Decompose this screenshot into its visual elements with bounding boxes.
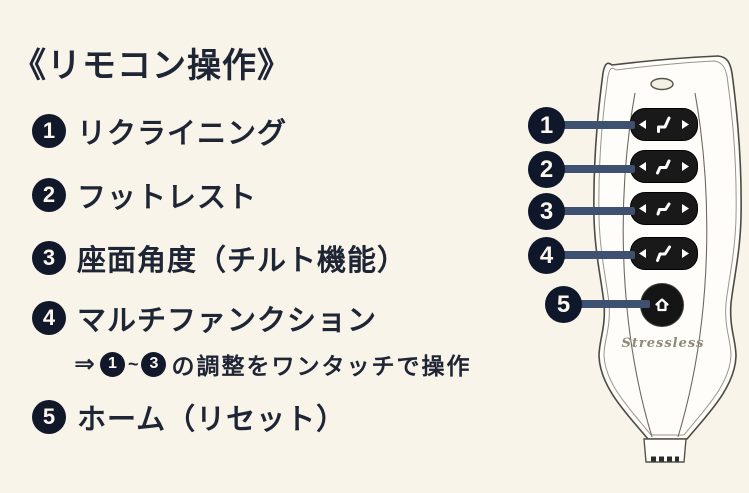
- tilt-chair-icon: [656, 202, 671, 215]
- remote-button-recline: [630, 108, 698, 141]
- arrow-right-icon: [682, 162, 689, 171]
- legend-item-footrest: 2 フットレスト: [32, 174, 257, 216]
- list-number-badge: 4: [32, 301, 66, 335]
- remote-inner-bevel: [598, 60, 737, 436]
- recline-chair-icon: [657, 116, 671, 133]
- multifunction-chair-icon: [656, 245, 671, 262]
- list-number-badge: 3: [32, 241, 66, 275]
- legend-item-home: 5 ホーム（リセット）: [32, 396, 346, 438]
- callout-badge-4: 4: [528, 237, 565, 274]
- led-indicator: [650, 77, 674, 91]
- connector-plug: [643, 438, 687, 463]
- callout-line-5: [565, 300, 650, 308]
- remote-button-multifunction: [630, 237, 698, 270]
- footrest-chair-icon: [656, 159, 671, 174]
- callout-badge-3: 3: [528, 193, 565, 230]
- remote-button-tilt: [630, 192, 698, 225]
- note-number-badge: 1: [99, 351, 125, 377]
- list-number-badge: 2: [32, 178, 66, 212]
- arrow-right-icon: [682, 249, 689, 258]
- remote-button-footrest: [630, 150, 698, 183]
- brand-logo: Stressless: [621, 336, 705, 351]
- multifunction-note: ⇒ 1 ~ 3 の調整をワンタッチで操作: [74, 347, 471, 381]
- remote-illustration: Stressless: [578, 48, 748, 473]
- arrow-left-icon: [639, 204, 646, 213]
- callout-line-4: [550, 251, 635, 259]
- legend-label: フットレスト: [77, 182, 258, 214]
- list-number-badge: 1: [32, 114, 66, 148]
- callout-badge-2: 2: [528, 151, 565, 188]
- home-icon: [655, 298, 669, 312]
- callout-badge-1: 1: [528, 107, 565, 144]
- arrow-right-icon: [682, 120, 689, 129]
- legend-label: マルチファンクション: [77, 305, 378, 337]
- list-number-badge: 5: [32, 400, 66, 434]
- range-tilde: ~: [127, 353, 139, 374]
- arrow-left-icon: [639, 249, 646, 258]
- legend-label: ホーム（リセット）: [77, 404, 347, 436]
- callout-line-2: [550, 165, 635, 173]
- arrow-right-icon: [682, 204, 689, 213]
- legend-label: リクライニング: [77, 118, 288, 150]
- arrow-left-icon: [639, 120, 646, 129]
- callout-line-3: [550, 207, 635, 215]
- callout-badge-5: 5: [545, 286, 582, 323]
- legend-label: 座面角度（チルト機能）: [77, 245, 408, 277]
- legend-item-tilt: 3 座面角度（チルト機能）: [32, 237, 407, 279]
- note-number-badge: 3: [141, 351, 167, 377]
- legend-item-recline: 1 リクライニング: [32, 110, 287, 152]
- arrow-left-icon: [639, 162, 646, 171]
- legend-item-multifunction: 4 マルチファンクション: [32, 297, 377, 339]
- note-text: の調整をワンタッチで操作: [171, 353, 472, 379]
- double-arrow-icon: ⇒: [74, 350, 95, 378]
- page-title: 《リモコン操作》: [12, 47, 292, 85]
- callout-line-1: [550, 121, 635, 129]
